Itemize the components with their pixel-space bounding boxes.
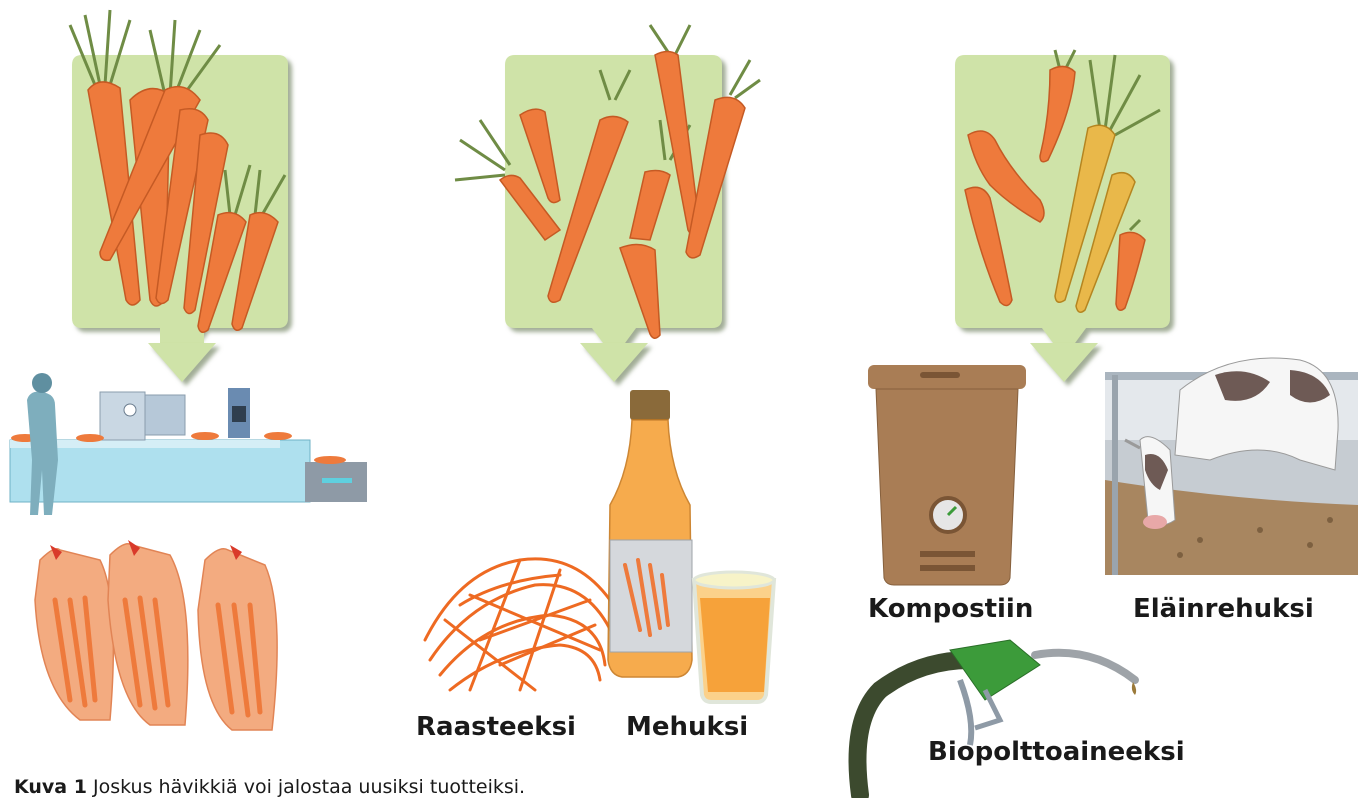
- cow-feeding: [1105, 358, 1358, 575]
- caption-text: Joskus hävikkiä voi jalostaa uusiksi tuo…: [87, 776, 525, 798]
- compost-bin: [868, 365, 1026, 585]
- fuel-nozzle: [858, 640, 1137, 795]
- label-biopolttoaineeksi: Biopolttoaineeksi: [928, 737, 1185, 767]
- grated-carrot: [425, 559, 615, 690]
- label-kompostiin: Kompostiin: [868, 594, 1033, 624]
- processing-line: [10, 373, 367, 515]
- caption-prefix: Kuva 1: [14, 776, 87, 798]
- label-raasteeksi: Raasteeksi: [416, 712, 576, 742]
- label-mehuksi: Mehuksi: [626, 712, 748, 742]
- panel-fresh-carrots: [70, 10, 288, 382]
- carrot-bags: [35, 540, 277, 730]
- panel-broken-carrots: [455, 25, 760, 382]
- label-elainrehuksi: Eläinrehuksi: [1133, 594, 1314, 624]
- juice-bottle: [608, 390, 774, 702]
- panel-misshapen-carrots: [955, 50, 1170, 382]
- figure-caption: Kuva 1 Joskus hävikkiä voi jalostaa uusi…: [14, 776, 525, 798]
